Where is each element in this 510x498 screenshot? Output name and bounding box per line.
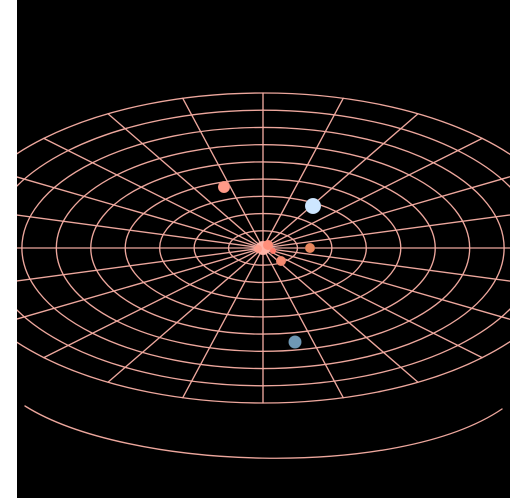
radial-spoke-21 <box>262 113 419 249</box>
radial-spoke-17 <box>107 113 264 249</box>
orange-planet[interactable] <box>304 242 316 254</box>
inner-planet[interactable] <box>275 255 287 267</box>
radial-spoke-4 <box>262 247 483 359</box>
sun[interactable] <box>254 240 276 255</box>
radial-spoke-10 <box>43 247 264 359</box>
orbital-plane-grid <box>17 92 510 459</box>
radial-spoke-20 <box>262 97 344 249</box>
radial-spoke-2 <box>262 247 510 282</box>
radial-spoke-12 <box>17 247 264 282</box>
radial-spoke-11 <box>17 247 264 320</box>
salmon-planet[interactable] <box>217 180 231 194</box>
radial-spoke-9 <box>107 247 264 383</box>
steel-blue-planet[interactable] <box>288 335 302 349</box>
radial-spoke-18 <box>182 97 264 249</box>
radial-spoke-8 <box>182 247 264 399</box>
radial-spoke-22 <box>262 137 483 249</box>
radial-spoke-6 <box>262 247 344 399</box>
pale-blue-planet[interactable] <box>304 197 322 215</box>
radial-spoke-24 <box>262 214 510 249</box>
radial-spoke-3 <box>262 247 510 321</box>
radial-spoke-5 <box>262 247 419 383</box>
radial-spoke-14 <box>17 214 264 249</box>
radial-spoke-15 <box>17 176 264 249</box>
radial-spoke-23 <box>262 175 510 249</box>
outer-perspective-ring <box>24 405 503 459</box>
3d-scene-viewport[interactable] <box>17 0 510 498</box>
orbit-scene <box>17 92 510 459</box>
radial-spoke-16 <box>43 137 264 249</box>
celestial-bodies <box>217 180 322 349</box>
